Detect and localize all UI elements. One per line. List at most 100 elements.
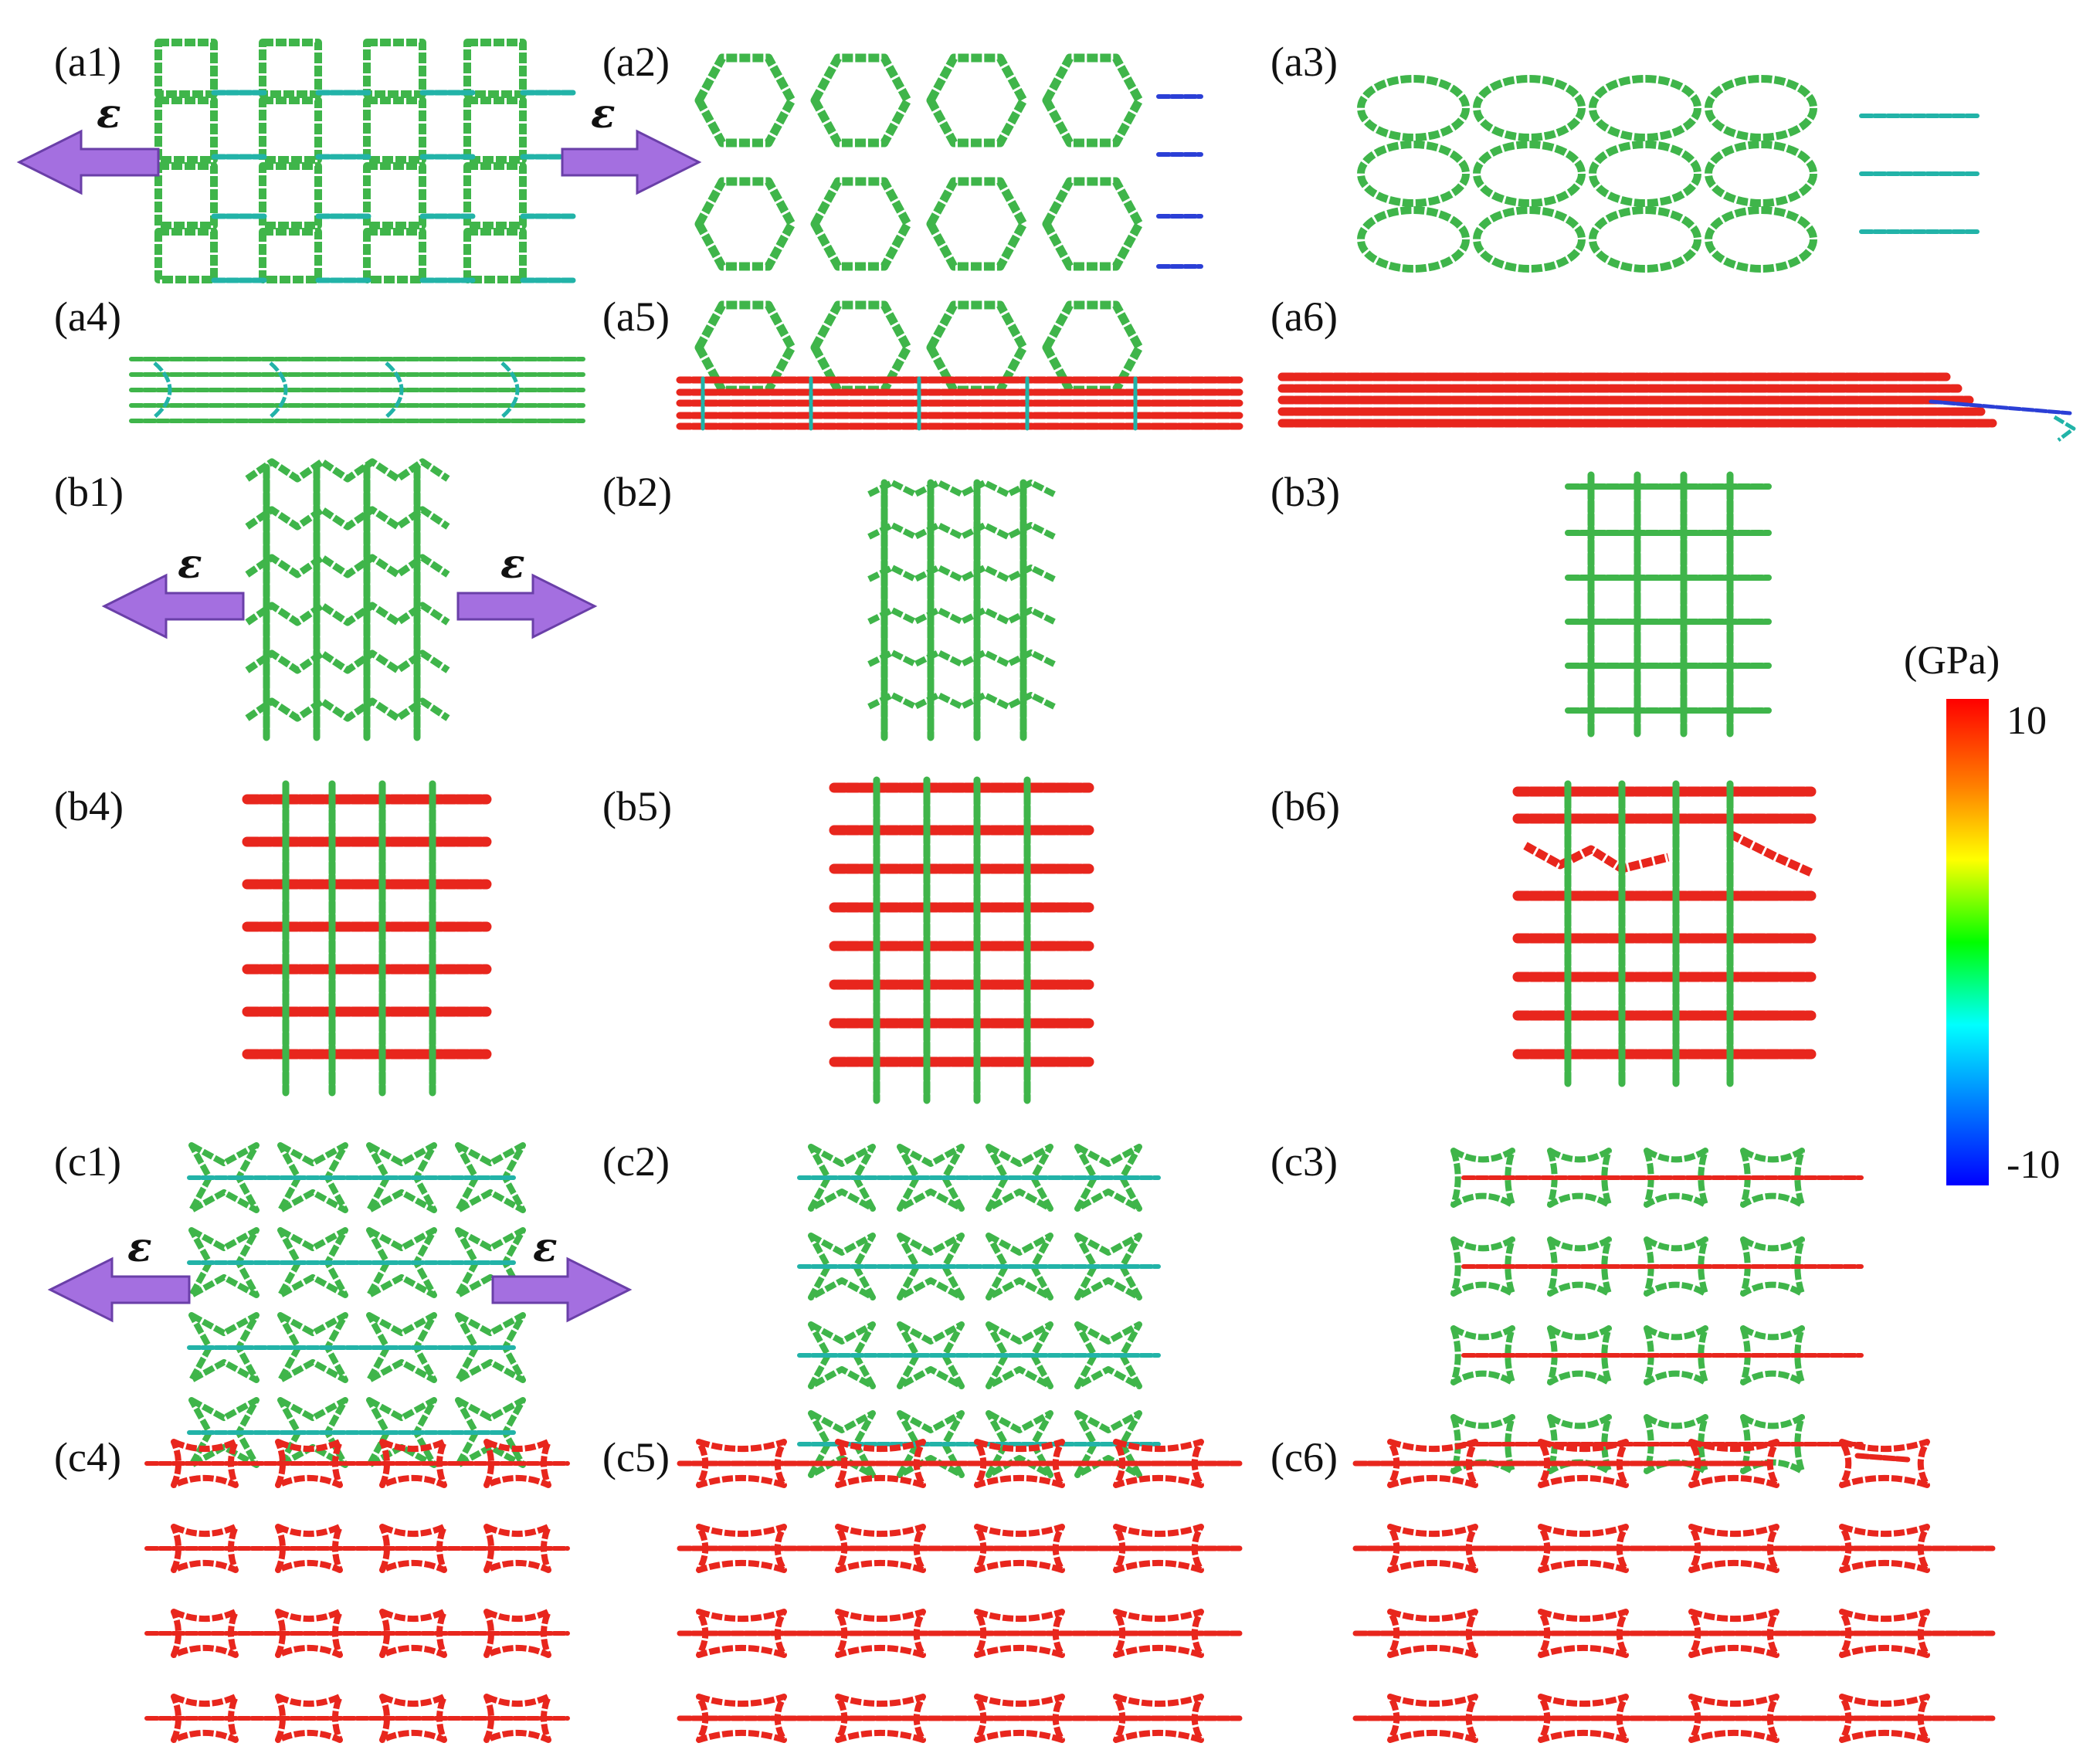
colorbar-unit-label: (GPa) [1904,639,2000,683]
lattice-strand [1688,1609,1779,1658]
lattice-strand [1839,1609,1930,1658]
lattice-strand [1450,1148,1515,1208]
panel-label-c4: (c4) [54,1434,121,1480]
lattice-strand [153,361,172,419]
lattice-strand [463,39,527,98]
structure-a3 [1357,75,1980,273]
structure-b1 [245,458,450,741]
lattice-strand [1074,1233,1142,1301]
lattice-strand [483,1524,551,1573]
lattice-strand [1688,1694,1779,1743]
lattice-strand [1042,53,1144,148]
lattice-strand [366,1227,437,1298]
lattice-strand [974,1609,1065,1658]
lattice-strand [1074,1144,1142,1212]
lattice-strand [366,1142,437,1213]
epsilon-symbol-a-right: ε [591,90,616,137]
lattice-strand [483,1439,551,1488]
structure-c4 [144,1439,570,1743]
structure-a6 [1277,372,2076,442]
panel-label-a3: (a3) [1271,39,1338,85]
lattice-strand [696,1439,787,1488]
structure-b5 [829,776,1094,1104]
lattice-strand [1113,1694,1204,1743]
lattice-strand [1042,177,1144,271]
lattice-strand [379,1609,447,1658]
lattice-strand [463,162,527,229]
lattice-strand [1473,141,1586,207]
lattice-strand [1113,1609,1204,1658]
lattice-strand [986,1144,1053,1212]
lattice-strand [171,1524,239,1573]
structure-a4 [129,357,585,423]
lattice-strand [694,53,796,148]
lattice-strand [366,1312,437,1383]
lattice-strand [1705,75,1817,141]
panel-label-a5: (a5) [602,293,670,340]
lattice-strand [1644,1325,1708,1385]
lattice-strand [259,39,322,98]
lattice-strand [1839,1439,1930,1488]
lattice-strand [269,361,288,419]
panel-label-c3: (c3) [1271,1138,1338,1185]
lattice-strand [277,1227,348,1298]
epsilon-symbol-c-left: ε [127,1224,152,1271]
lattice-strand [1450,1325,1515,1385]
panel-labels: (a1) (a2) (a3) (a4) (a5) (a6) (b1) (b2) … [54,39,1340,1480]
lattice-strand [1357,141,1470,207]
panel-label-a1: (a1) [54,39,121,85]
lattice-strand [1450,1236,1515,1297]
lattice-strand [835,1694,926,1743]
lattice-strand [1688,1439,1779,1488]
lattice-strand [694,177,796,271]
lattice-strand [188,1142,260,1213]
structure-c6 [1352,1439,1996,1743]
structure-b3 [1565,471,1772,738]
panel-label-a6: (a6) [1271,293,1338,340]
lattice-strand [1589,141,1701,207]
panel-label-a2: (a2) [602,39,670,85]
lattice-strand [1074,1410,1142,1478]
lattice-strand [385,361,404,419]
lattice-strand [808,1321,876,1389]
lattice-strand [1450,1414,1515,1474]
structure-c1 [187,1142,526,1468]
lattice-strand [1523,842,1670,873]
lattice-strand [171,1609,239,1658]
lattice-strand [379,1524,447,1573]
panel-label-c2: (c2) [602,1138,670,1185]
strain-arrow-left-a [16,129,160,195]
lattice-strand [1705,141,1817,207]
lattice-strand [974,1524,1065,1573]
lattice-strand [275,1439,343,1488]
lattice-strand [1705,206,1817,273]
lattice-strand [808,1144,876,1212]
lattice-strand [154,228,218,283]
lattice-strand [1357,206,1470,273]
lattice-strand [926,53,1028,148]
epsilon-symbol-b-right: ε [500,541,525,588]
colorbar: (GPa) 10 -10 [1904,639,2060,1187]
panel-label-c1: (c1) [54,1138,121,1185]
lattice-strand [1589,75,1701,141]
lattice-strand [154,39,218,98]
lattice-strand [1644,1236,1708,1297]
lattice-strand [483,1694,551,1743]
structure-a5 [676,376,1243,431]
lattice-strand [1839,1694,1930,1743]
lattice-strand [275,1524,343,1573]
lattice-strand [154,97,218,164]
lattice-strand [1728,830,1813,877]
structure-c3 [1450,1148,1864,1474]
lattice-strand [696,1694,787,1743]
lattice-strand [1688,1524,1779,1573]
lattice-strand [974,1694,1065,1743]
structure-a2 [694,53,1203,395]
lattice-strand [808,1410,876,1478]
lattice-strand [1387,1609,1478,1658]
lattice-strand [1547,1236,1612,1297]
lattice-strand [275,1694,343,1743]
panel-label-b2: (b2) [602,469,672,515]
lattice-strand [696,1609,787,1658]
colorbar-max-label: 10 [2007,699,2047,743]
